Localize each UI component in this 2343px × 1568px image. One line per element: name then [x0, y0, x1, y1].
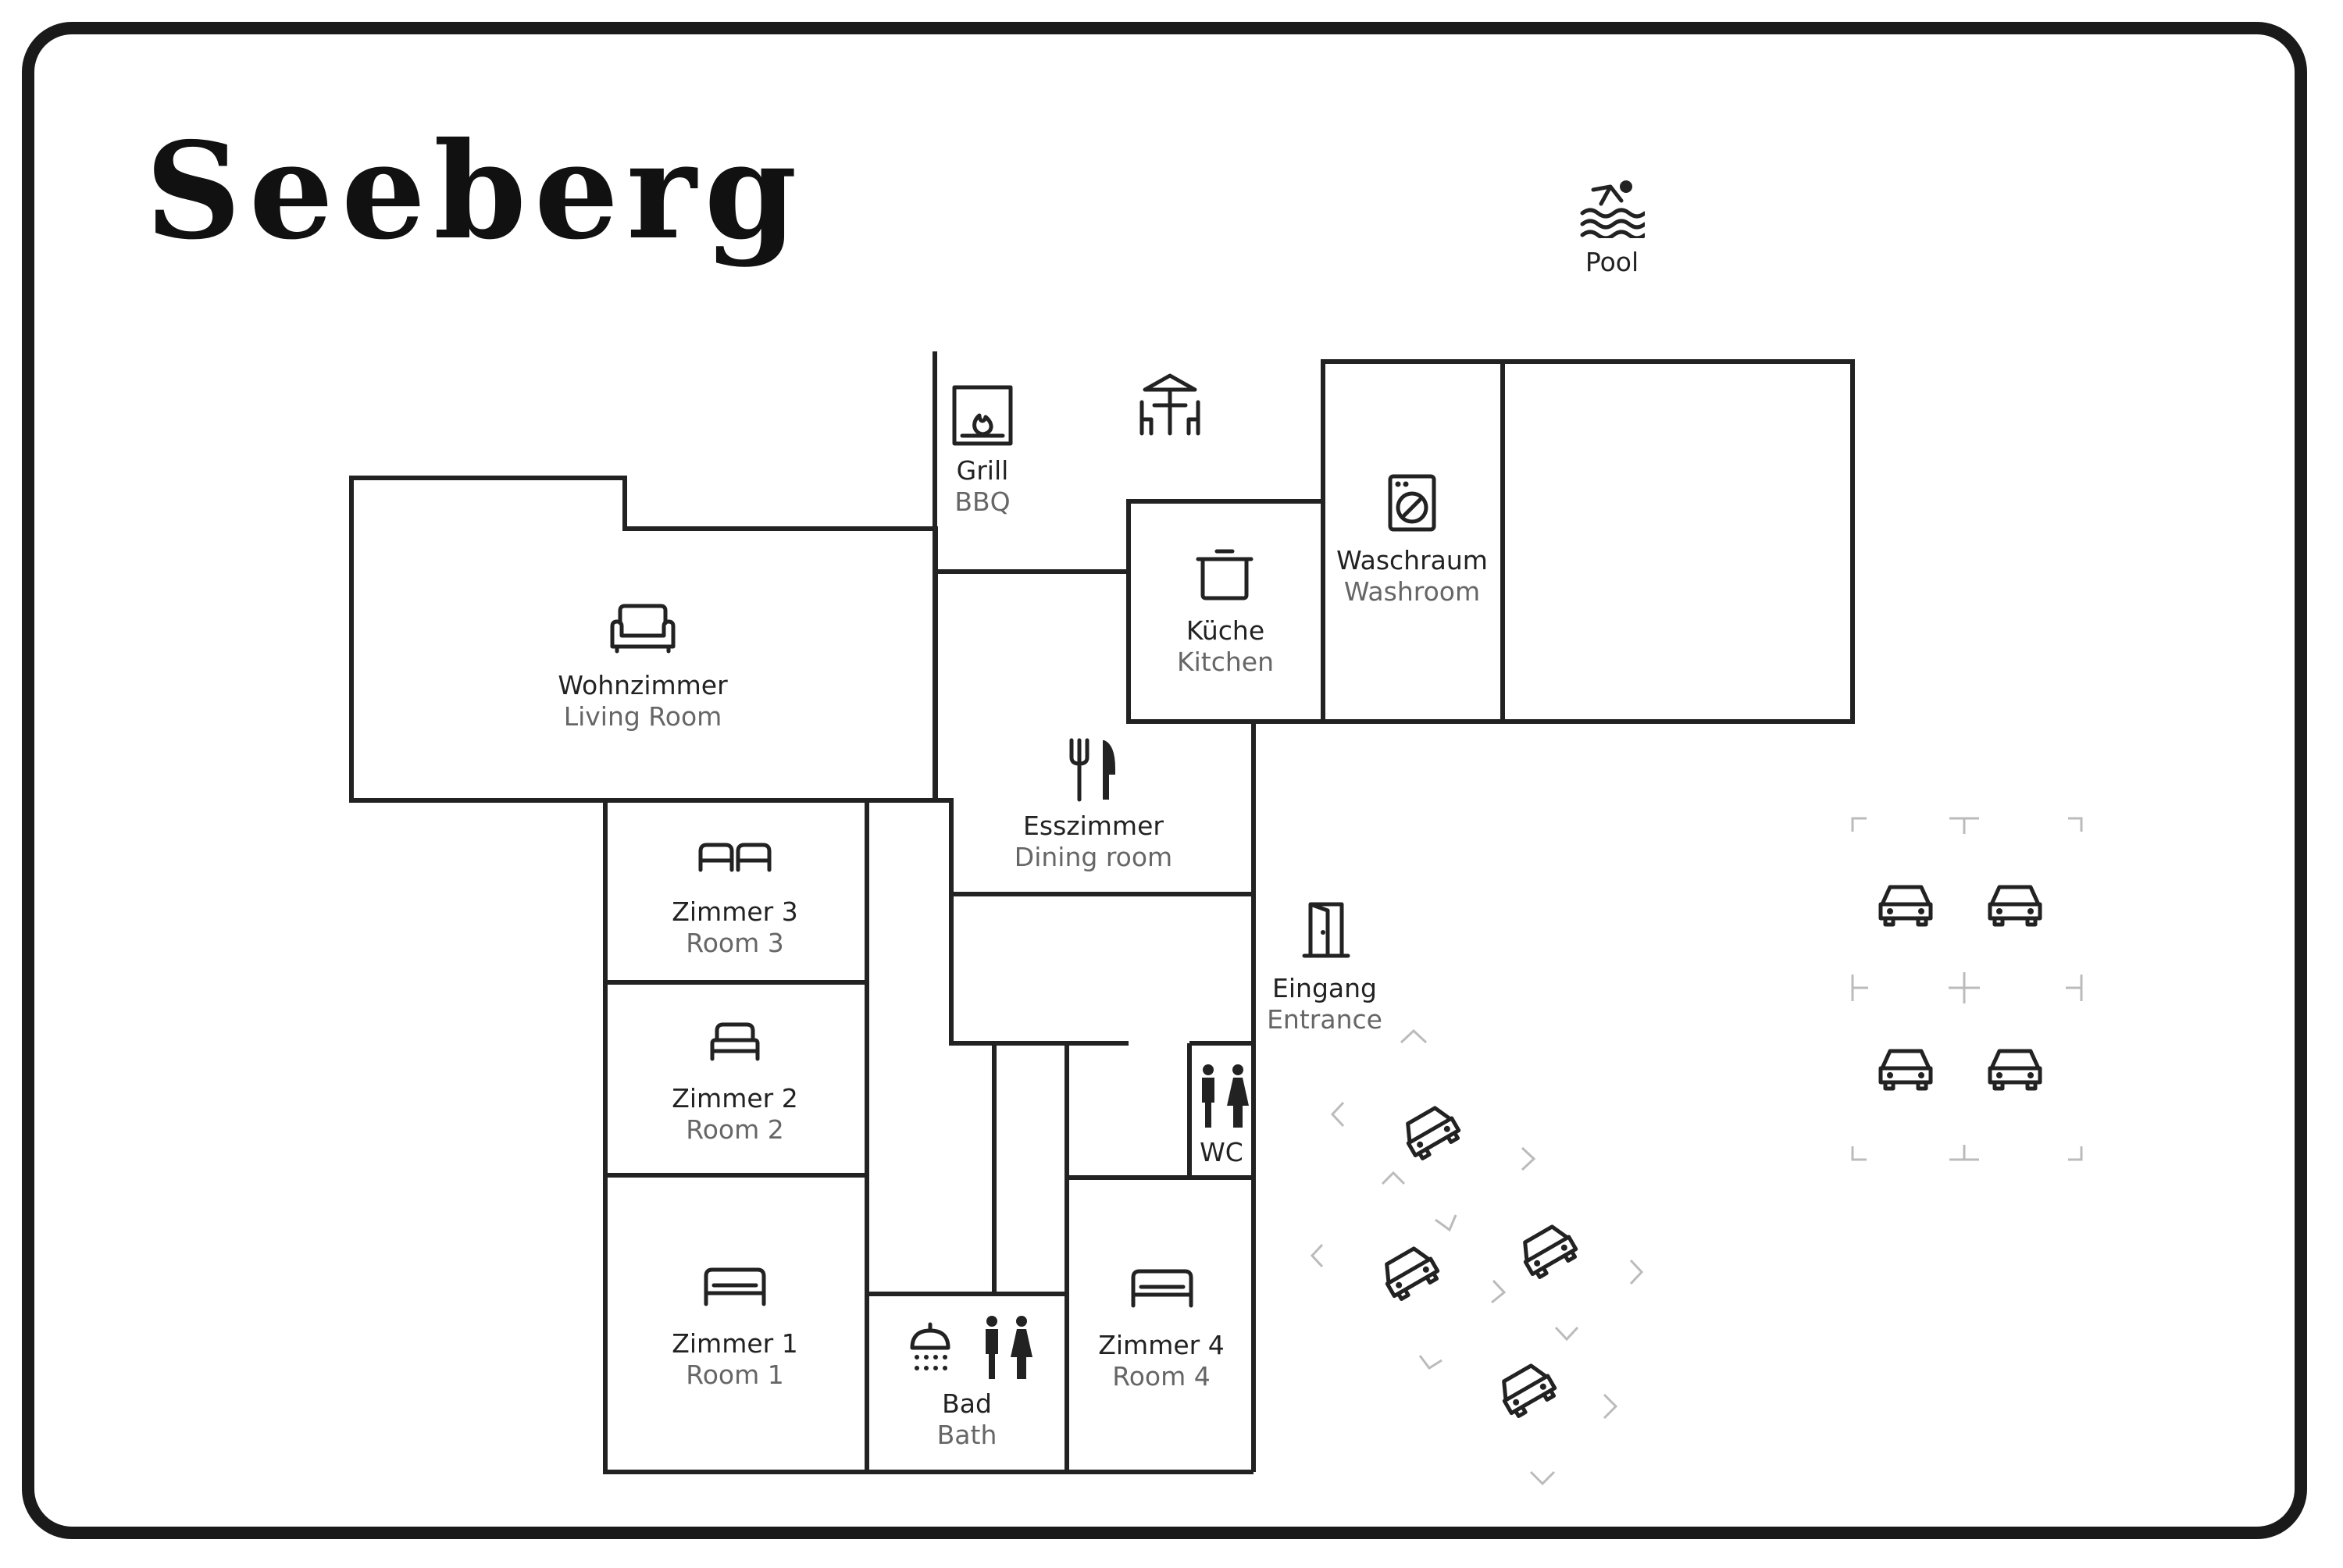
grill-label-de: Grill: [956, 455, 1009, 486]
twin-beds-icon: [698, 843, 772, 872]
washroom-label-de: Waschraum: [1336, 545, 1488, 576]
sofa-icon: [610, 604, 676, 654]
sign-frame: [22, 22, 2307, 1539]
cooking-pot-icon: [1196, 549, 1254, 600]
parking-grid-marks: [1851, 817, 2083, 1161]
living-room-label-de: Wohnzimmer: [558, 670, 728, 700]
living-room-label: Wohnzimmer Living Room: [558, 670, 727, 732]
car-icon: [1988, 885, 2042, 927]
entrance-label: Eingang Entrance: [1267, 973, 1382, 1035]
car-icon: [1878, 1049, 1933, 1091]
room1-label: Zimmer 1 Room 1: [672, 1328, 797, 1390]
dining-walls: [936, 722, 1256, 1472]
room3-label: Zimmer 3 Room 3: [672, 896, 797, 958]
dining-room-label-en: Dining room: [1014, 841, 1173, 872]
shower-icon: [910, 1322, 950, 1370]
room1-label-en: Room 1: [686, 1359, 784, 1390]
car-icon: [1878, 885, 1933, 927]
swimmer-icon: [1580, 180, 1645, 238]
washroom-label-en: Washroom: [1343, 576, 1481, 607]
living-room-label-en: Living Room: [563, 700, 722, 732]
room2-label: Zimmer 2 Room 2: [672, 1083, 797, 1145]
room4-label-en: Room 4: [1112, 1360, 1211, 1392]
grill-label-en: BBQ: [954, 486, 1011, 517]
entrance-label-en: Entrance: [1267, 1003, 1382, 1035]
double-bed-icon: [704, 1267, 766, 1306]
bath-label: Bad Bath: [937, 1388, 997, 1450]
car-icon: [1988, 1049, 2042, 1091]
car-icon: [1406, 1106, 1461, 1161]
cutlery-icon: [1069, 738, 1115, 802]
grill-label: Grill BBQ: [954, 455, 1010, 517]
restroom-icon: [1202, 1064, 1249, 1128]
room3-label-de: Zimmer 3: [672, 896, 798, 927]
door-icon: [1302, 902, 1350, 958]
washroom-label: Waschraum Washroom: [1336, 545, 1488, 607]
room3-label-en: Room 3: [686, 927, 784, 958]
bath-label-de: Bad: [942, 1388, 992, 1419]
wc-label-de: WC: [1200, 1137, 1243, 1167]
restroom-icon: [986, 1316, 1032, 1379]
room1-label-de: Zimmer 1: [672, 1328, 798, 1359]
fireplace-icon: [952, 385, 1013, 446]
kitchen-label: Küche Kitchen: [1177, 615, 1274, 677]
patio-table-icon: [1139, 373, 1200, 436]
pool-label-de: Pool: [1585, 247, 1639, 277]
kitchen-label-de: Küche: [1186, 615, 1265, 646]
entrance-label-de: Eingang: [1272, 973, 1377, 1003]
double-bed-icon: [1131, 1269, 1193, 1308]
washing-machine-icon: [1388, 474, 1436, 532]
car-icon: [1523, 1224, 1578, 1280]
walls: [349, 351, 1855, 1474]
single-bed-icon: [710, 1022, 760, 1061]
room4-label: Zimmer 4 Room 4: [1098, 1330, 1224, 1392]
washroom-walls: [1321, 359, 1855, 724]
bedroom-walls: [603, 798, 1254, 1474]
room4-walls: [1067, 1041, 1254, 1180]
angled-parking-marks: [1310, 1028, 1644, 1486]
page-title: Seeberg: [145, 113, 805, 269]
room2-label-en: Room 2: [686, 1114, 784, 1145]
room2-label-de: Zimmer 2: [672, 1083, 798, 1114]
dining-room-label: Esszimmer Dining room: [1015, 811, 1172, 872]
kitchen-label-en: Kitchen: [1176, 646, 1275, 677]
bath-walls: [867, 1292, 1069, 1472]
car-icon: [1502, 1363, 1557, 1419]
bath-label-en: Bath: [936, 1419, 997, 1450]
pool-label: Pool: [1585, 247, 1639, 278]
terrace-walls: [933, 351, 1129, 800]
car-icon: [1385, 1246, 1440, 1302]
wc-label: WC: [1200, 1137, 1243, 1168]
room4-label-de: Zimmer 4: [1098, 1330, 1225, 1360]
dining-room-label-de: Esszimmer: [1023, 811, 1164, 841]
